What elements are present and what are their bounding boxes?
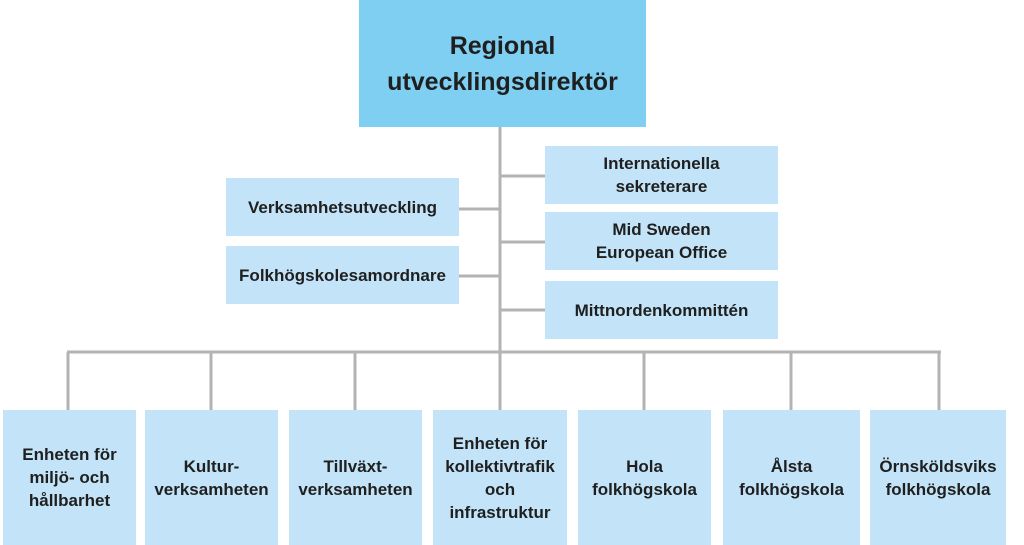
unit-label: Enheten för miljö- och hållbarhet [22, 445, 117, 510]
staff-label: Folkhögskolesamordnare [239, 265, 446, 285]
staff-label: Internationella sekreterare [603, 154, 720, 196]
staff-box-mid-sweden-european-office: Mid Sweden European Office [545, 212, 778, 270]
staff-label: Verksamhetsutveckling [248, 197, 437, 217]
unit-box-tillvaxtverksamheten: Tillväxt- verksamheten [289, 410, 422, 545]
staff-box-folkhogskolesamordnare: Folkhögskolesamordnare [226, 246, 459, 304]
staff-box-verksamhetsutveckling: Verksamhetsutveckling [226, 178, 459, 236]
head-box: Regional utvecklingsdirektör [359, 0, 646, 127]
unit-label: Enheten för kollektivtrafik och infrastr… [445, 433, 555, 522]
unit-box-kollektivtrafik-infrastruktur: Enheten för kollektivtrafik och infrastr… [433, 410, 567, 545]
unit-label: Örnsköldsviks folkhögskola [879, 456, 997, 499]
unit-box-alsta-folkhogskola: Ålsta folkhögskola [723, 410, 860, 545]
unit-label: Hola folkhögskola [592, 456, 697, 499]
unit-label: Kultur- verksamheten [154, 456, 269, 499]
staff-box-internationella-sekreterare: Internationella sekreterare [545, 146, 778, 204]
unit-label: Ålsta folkhögskola [739, 456, 844, 499]
unit-box-miljo-hallbarhet: Enheten för miljö- och hållbarhet [3, 410, 136, 545]
unit-box-hola-folkhogskola: Hola folkhögskola [578, 410, 711, 545]
unit-box-kulturverksamheten: Kultur- verksamheten [145, 410, 278, 545]
staff-label: Mittnordenkommittén [574, 300, 749, 320]
unit-box-ornskoldsviks-folkhogskola: Örnsköldsviks folkhögskola [870, 410, 1006, 545]
unit-label: Tillväxt- verksamheten [298, 456, 413, 499]
staff-label: Mid Sweden European Office [595, 220, 728, 262]
staff-box-mittnordenkommitten: Mittnordenkommittén [545, 281, 778, 339]
head-label: Regional utvecklingsdirektör [387, 31, 618, 96]
